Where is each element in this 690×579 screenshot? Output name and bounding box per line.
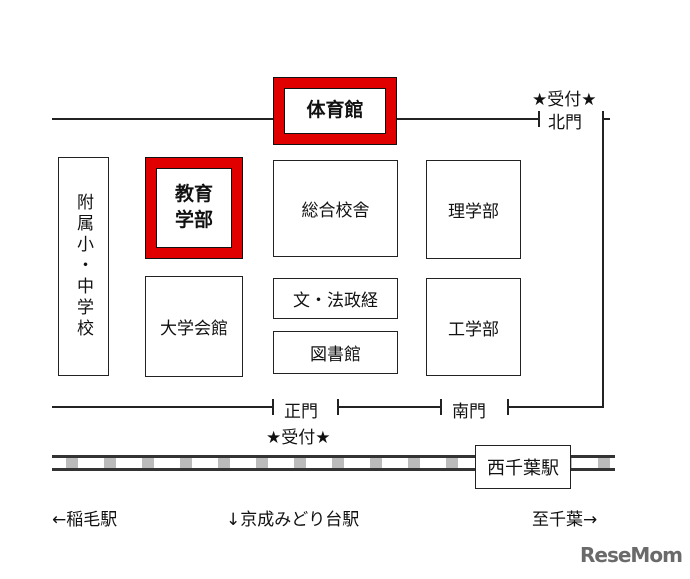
gate-post xyxy=(272,399,274,415)
science-building: 理学部 xyxy=(426,160,521,259)
chiba-direction-label: 至千葉→ xyxy=(532,510,598,530)
south-road xyxy=(52,406,273,408)
south-road xyxy=(507,406,604,408)
east-road xyxy=(602,118,604,407)
railway-track xyxy=(52,455,615,471)
gate-post xyxy=(538,111,540,127)
education-label-line1: 教育 xyxy=(174,183,213,206)
library-building: 図書館 xyxy=(273,331,398,374)
gate-post xyxy=(602,118,610,120)
engineering-building: 工学部 xyxy=(426,278,521,376)
resemom-logo: ReseMom xyxy=(580,543,683,567)
gym-building: 体育館 xyxy=(273,77,397,145)
general-building: 総合校舎 xyxy=(273,160,398,257)
main-gate-label: 正門 xyxy=(284,402,318,422)
affiliated-school-building: 附属小・中学校 xyxy=(58,157,109,376)
north-road xyxy=(52,118,274,120)
inage-direction-label: ←稲毛駅 xyxy=(52,510,118,530)
north-reception-label: ★受付★ xyxy=(532,90,597,110)
university-hall-building: 大学会館 xyxy=(145,276,243,377)
gate-post xyxy=(440,399,442,415)
education-building: 教育学部 xyxy=(145,157,243,259)
gym-label: 体育館 xyxy=(284,88,386,134)
education-label: 教育学部 xyxy=(156,168,232,248)
midoridai-direction-label: ↓京成みどり台駅 xyxy=(226,510,360,530)
nishichiba-station: 西千葉駅 xyxy=(475,445,571,489)
north-road xyxy=(395,118,539,120)
education-label-line2: 学部 xyxy=(174,209,213,231)
humanities-building: 文・法政経 xyxy=(273,278,398,319)
south-road xyxy=(337,406,441,408)
south-gate-label: 南門 xyxy=(452,402,486,422)
main-reception-label: ★受付★ xyxy=(266,428,331,448)
north-gate-label: 北門 xyxy=(548,113,582,133)
